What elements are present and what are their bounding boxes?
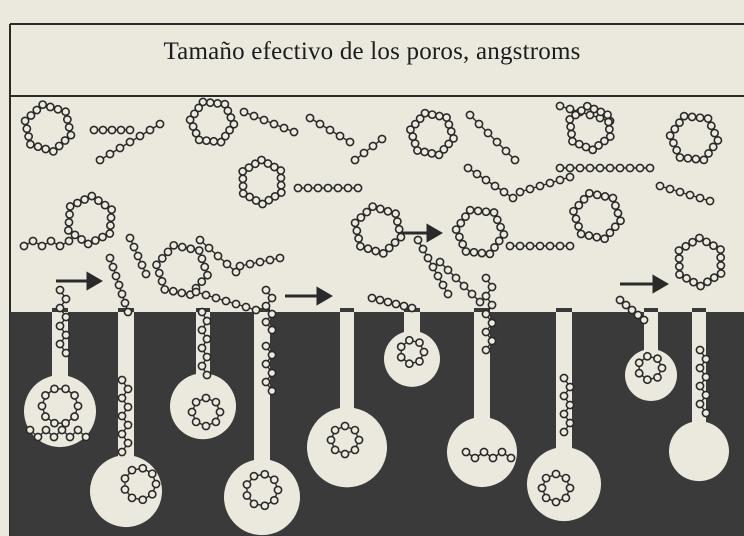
chain-molecule	[350, 134, 387, 165]
ring-molecule	[63, 191, 117, 249]
trapped-chain	[197, 307, 212, 380]
chain-molecule	[235, 253, 285, 271]
wave-molecule	[19, 236, 74, 251]
chain-molecule	[195, 235, 241, 277]
ring-molecule	[674, 233, 726, 291]
entering-chain	[481, 273, 497, 355]
ring-molecule	[152, 240, 212, 300]
arrow-1	[56, 271, 103, 291]
trapped-chain	[461, 447, 516, 463]
ring-molecule	[406, 108, 458, 160]
chain-molecule	[305, 113, 355, 147]
chain-molecule	[465, 110, 520, 165]
chain-molecule	[555, 163, 655, 173]
chain-molecule	[239, 107, 299, 137]
arrow-4	[620, 274, 669, 294]
chain-molecule	[413, 235, 453, 299]
chain-molecule	[505, 241, 575, 251]
trapped-loop	[326, 421, 364, 459]
ring-molecule	[185, 97, 239, 147]
ring-molecule	[350, 202, 406, 258]
flow-arrows	[56, 223, 669, 306]
entering-chain	[55, 285, 71, 358]
trapped-loop	[187, 393, 225, 431]
trapped-loop	[37, 384, 83, 428]
ring-molecule	[20, 100, 76, 156]
chain-molecule	[293, 183, 363, 193]
ring-molecule	[451, 205, 509, 259]
entering-chain	[615, 295, 649, 325]
entering-chain	[105, 253, 133, 317]
arrow-3	[398, 223, 443, 243]
ring-molecule	[665, 111, 723, 165]
figure-title: Tamaño efectivo de los poros, angstroms	[163, 38, 581, 65]
trapped-loop	[537, 469, 575, 507]
trapped-loop	[396, 335, 429, 369]
chain-molecule	[95, 119, 165, 165]
trapped-chain	[695, 345, 711, 418]
trapped-chain	[117, 375, 133, 457]
chain-molecule	[89, 125, 135, 135]
ring-molecule	[569, 188, 625, 244]
trapped-chain	[25, 425, 91, 442]
entering-chain	[367, 293, 417, 313]
entering-chain	[435, 257, 485, 307]
trapped-loop	[242, 469, 283, 511]
trapped-chain	[261, 341, 277, 396]
chain-molecule	[655, 181, 715, 206]
entering-chain	[261, 285, 277, 335]
trapped-chain	[559, 373, 575, 437]
arrow-2	[285, 286, 333, 306]
trapped-loop	[120, 463, 161, 505]
ring-molecule	[238, 155, 286, 209]
entering-chain	[191, 287, 261, 315]
chain-molecule	[515, 172, 575, 197]
ring-molecule	[565, 101, 615, 155]
molecule-layer	[19, 97, 726, 511]
chain-molecule	[125, 233, 151, 279]
chain-molecule	[463, 163, 518, 203]
trapped-loop	[634, 351, 667, 385]
porous-solid	[10, 308, 744, 536]
